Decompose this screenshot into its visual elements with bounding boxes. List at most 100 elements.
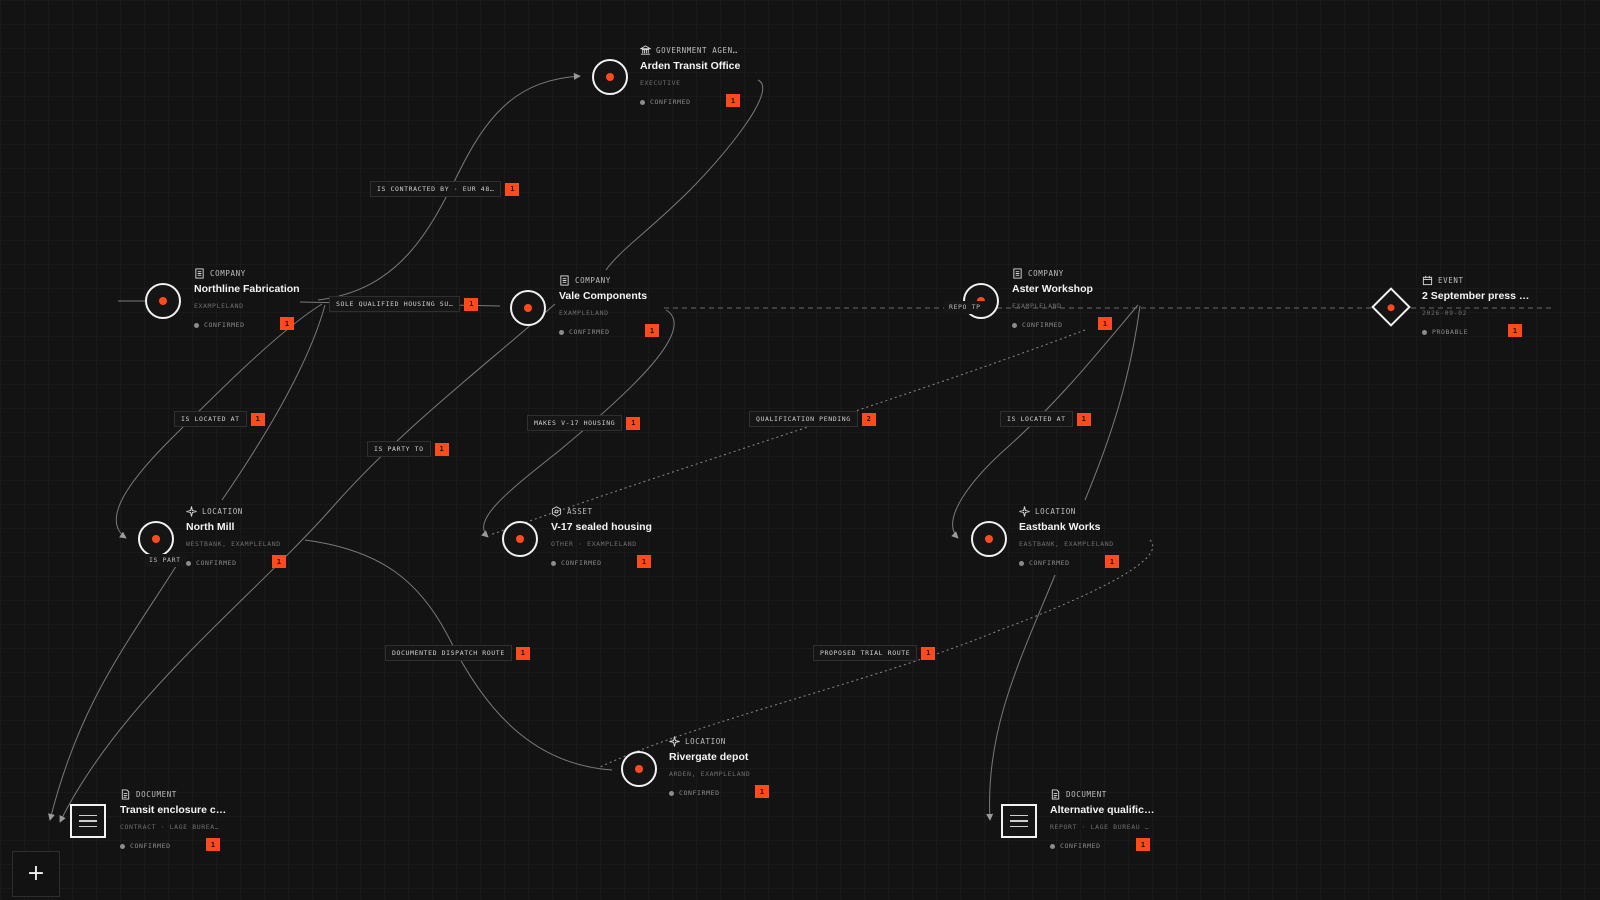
edge-label-party-to[interactable]: IS PARTY TO 1 xyxy=(367,441,449,457)
count-badge[interactable]: 1 xyxy=(505,182,520,196)
node-card-northline[interactable]: COMPANY Northline Fabrication EXAMPLELAN… xyxy=(194,267,344,331)
company-icon xyxy=(1013,268,1022,279)
count-badge[interactable]: 1 xyxy=(645,324,659,337)
edge-label-ispart-clipped[interactable]: IS PART xyxy=(144,554,186,567)
edge-trial[interactable] xyxy=(597,539,1154,769)
node-subtitle: EXECUTIVE xyxy=(640,79,681,87)
node-marker-v17[interactable] xyxy=(502,521,538,557)
node-subtitle: ARDEN, EXAMPLELAND xyxy=(669,770,751,778)
node-card-aster[interactable]: COMPANY Aster Workshop EXAMPLELAND CONFI… xyxy=(1012,267,1162,331)
edge-label-text: IS CONTRACTED BY · EUR 48… xyxy=(370,181,502,197)
status-text: CONFIRMED xyxy=(204,321,245,329)
count-badge[interactable]: 1 xyxy=(250,412,265,426)
edge-label-located-eastbank[interactable]: IS LOCATED AT 1 xyxy=(1000,411,1091,427)
count-badge[interactable]: 1 xyxy=(1136,838,1150,851)
status-text: CONFIRMED xyxy=(1029,559,1070,567)
edge-label-contracted[interactable]: IS CONTRACTED BY · EUR 48… 1 xyxy=(370,181,520,197)
node-type: LOCATION xyxy=(202,507,243,516)
calendar-icon xyxy=(1422,275,1433,286)
node-marker-northmill[interactable] xyxy=(138,521,174,557)
count-badge[interactable]: 1 xyxy=(1098,317,1112,330)
edge-makes-v17[interactable] xyxy=(481,309,675,538)
edge-northmill-transit[interactable] xyxy=(48,559,181,821)
edge-arden-vale[interactable] xyxy=(605,79,764,271)
edge-label-makes[interactable]: MAKES V-17 HOUSING 1 xyxy=(527,415,641,431)
node-subtitle: CONTRACT · LAGE BUREA… xyxy=(120,823,220,831)
node-type: COMPANY xyxy=(1028,269,1064,278)
node-subtitle: EXAMPLELAND xyxy=(1012,302,1062,310)
node-title: Northline Fabrication xyxy=(194,283,300,295)
node-marker-vale[interactable] xyxy=(510,290,546,326)
node-card-v17[interactable]: ASSET V-17 sealed housing OTHER · EXAMPL… xyxy=(551,505,701,569)
count-badge[interactable]: 1 xyxy=(626,416,641,430)
node-marker-transit[interactable] xyxy=(70,804,106,838)
node-marker-altqual[interactable] xyxy=(1001,804,1037,838)
node-subtitle: OTHER · EXAMPLELAND xyxy=(551,540,637,548)
count-badge[interactable]: 1 xyxy=(206,838,220,851)
count-badge[interactable]: 1 xyxy=(515,646,530,660)
node-card-altqual[interactable]: DOCUMENT Alternative qualific… REPORT · … xyxy=(1050,788,1200,852)
edge-label-sole[interactable]: SOLE QUALIFIED HOUSING SU… 1 xyxy=(329,296,479,312)
node-card-eastbank[interactable]: LOCATION Eastbank Works EASTBANK, EXAMPL… xyxy=(1019,505,1169,569)
edge-located-northmill[interactable] xyxy=(115,303,323,539)
count-badge[interactable]: 1 xyxy=(1076,412,1091,426)
node-marker-northline[interactable] xyxy=(145,283,181,319)
count-badge[interactable]: 1 xyxy=(1105,555,1119,568)
edge-party-to[interactable] xyxy=(59,303,556,823)
edge-qualification[interactable] xyxy=(489,329,1086,536)
count-badge[interactable]: 1 xyxy=(272,555,286,568)
count-badge[interactable]: 1 xyxy=(637,555,651,568)
location-sparkle-icon xyxy=(1019,506,1030,517)
node-marker-rivergate[interactable] xyxy=(621,751,657,787)
node-subtitle: EASTBANK, EXAMPLELAND xyxy=(1019,540,1114,548)
node-type: LOCATION xyxy=(685,737,726,746)
edge-contracted[interactable] xyxy=(317,72,581,301)
edge-dispatch[interactable] xyxy=(304,539,613,771)
status-dot xyxy=(1422,329,1427,335)
node-card-transit[interactable]: DOCUMENT Transit enclosure c… CONTRACT ·… xyxy=(120,788,270,852)
status-text: CONFIRMED xyxy=(650,98,691,106)
edge-label-text: IS PARTY TO xyxy=(367,441,431,457)
edge-label-located-northmill[interactable]: IS LOCATED AT 1 xyxy=(174,411,265,427)
add-node-button[interactable]: + xyxy=(12,851,60,897)
node-title: Rivergate depot xyxy=(669,751,749,763)
node-subtitle: WESTBANK, EXAMPLELAND xyxy=(186,540,281,548)
count-badge[interactable]: 1 xyxy=(755,785,769,798)
node-card-vale[interactable]: COMPANY Vale Components EXAMPLELAND CONF… xyxy=(559,274,709,338)
node-title: Alternative qualific… xyxy=(1050,804,1155,816)
edge-label-trial[interactable]: PROPOSED TRIAL ROUTE 1 xyxy=(813,645,936,661)
status-text: PROBABLE xyxy=(1432,328,1469,336)
status-text: CONFIRMED xyxy=(130,842,171,850)
edge-label-qualification[interactable]: QUALIFICATION PENDING 2 xyxy=(749,411,876,427)
node-card-arden[interactable]: GOVERNMENT AGEN… Arden Transit Office EX… xyxy=(640,44,790,108)
edge-label-report-clipped[interactable]: REPO TP xyxy=(944,301,986,314)
count-badge[interactable]: 2 xyxy=(861,412,876,426)
node-card-rivergate[interactable]: LOCATION Rivergate depot ARDEN, EXAMPLEL… xyxy=(669,735,819,799)
count-badge[interactable]: 1 xyxy=(464,297,479,311)
status-dot xyxy=(1050,843,1055,849)
count-badge[interactable]: 1 xyxy=(1508,324,1522,337)
edge-eastbank-altqual[interactable] xyxy=(986,574,1056,821)
edge-label-text: SOLE QUALIFIED HOUSING SU… xyxy=(329,296,461,312)
plus-icon: + xyxy=(26,861,46,886)
count-badge[interactable]: 1 xyxy=(434,442,449,456)
node-type: DOCUMENT xyxy=(1066,790,1107,799)
edge-aster-eastbank-2[interactable] xyxy=(1084,305,1141,501)
count-badge[interactable]: 1 xyxy=(280,317,294,330)
count-badge[interactable]: 1 xyxy=(726,94,740,107)
node-marker-arden[interactable] xyxy=(592,59,628,95)
edge-located-eastbank[interactable] xyxy=(951,304,1139,539)
node-type: COMPANY xyxy=(210,269,246,278)
location-sparkle-icon xyxy=(186,506,197,517)
node-subtitle: 2026-09-02 xyxy=(1422,309,1468,317)
edge-label-dispatch[interactable]: DOCUMENTED DISPATCH ROUTE 1 xyxy=(385,645,530,661)
node-card-northmill[interactable]: LOCATION North Mill WESTBANK, EXAMPLELAN… xyxy=(186,505,336,569)
status-text: CONFIRMED xyxy=(561,559,602,567)
edge-northline-northmill-2[interactable] xyxy=(221,304,326,501)
count-badge[interactable]: 1 xyxy=(921,646,936,660)
node-title: Transit enclosure c… xyxy=(120,804,227,816)
node-card-event[interactable]: EVENT 2 September press … 2026-09-02 PRO… xyxy=(1422,274,1572,338)
status-dot xyxy=(1019,560,1024,566)
node-marker-eastbank[interactable] xyxy=(971,521,1007,557)
